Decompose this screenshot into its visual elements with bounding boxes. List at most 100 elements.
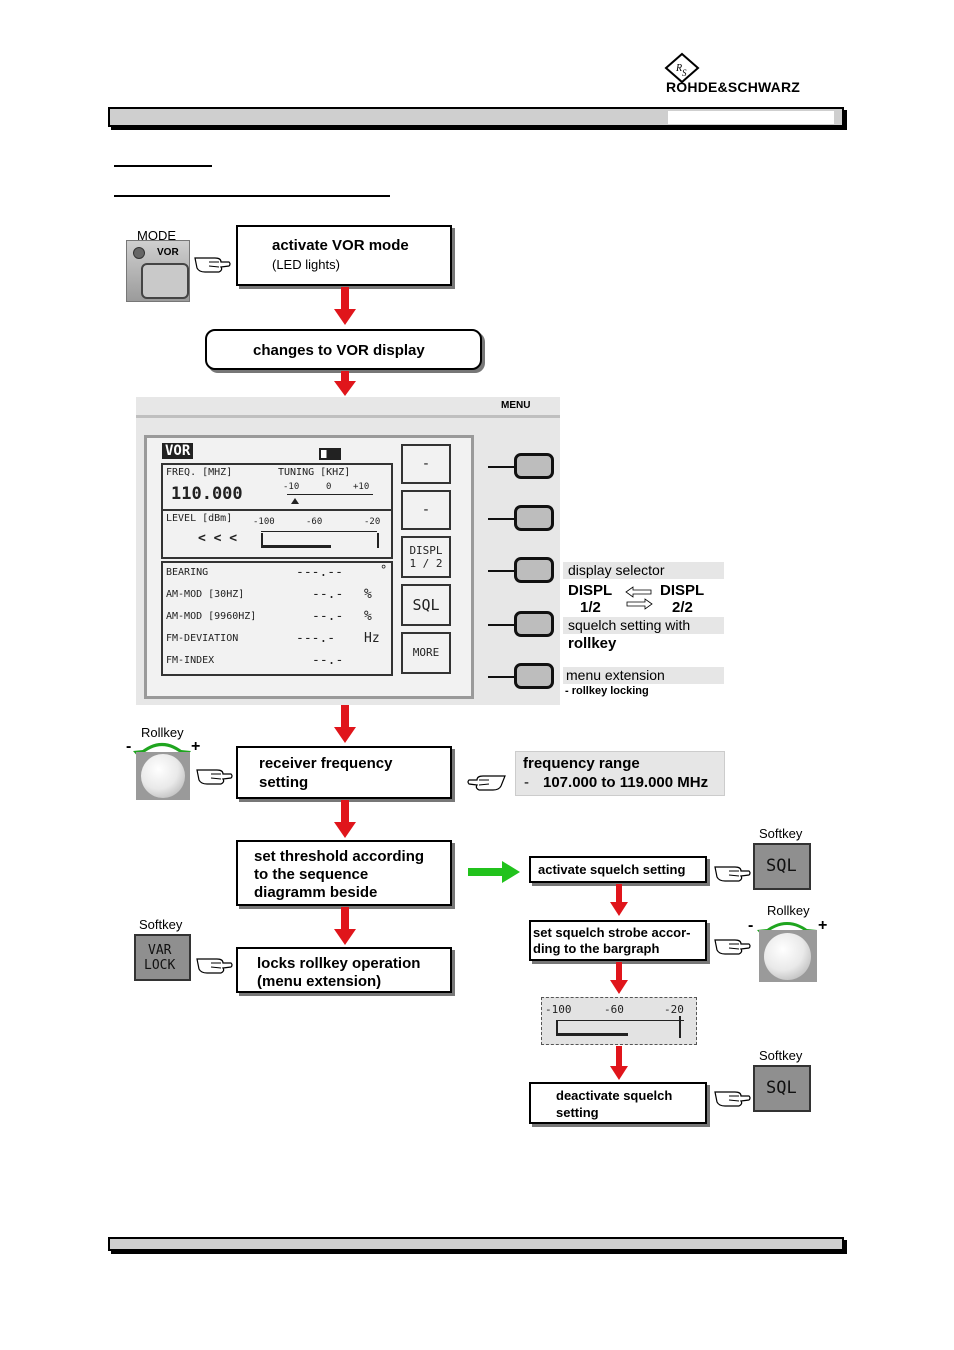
rollkey-minus: - <box>748 917 754 934</box>
level-label: LEVEL [dBm] <box>166 513 233 524</box>
step-set-squelch-strobe: set squelch strobe accor- ding to the ba… <box>529 920 707 961</box>
menu-label: MENU <box>501 400 531 411</box>
rollkey-knob-face <box>764 933 811 980</box>
freq-label: FREQ. [MHZ] <box>166 467 233 478</box>
heading-underline-1 <box>114 165 212 167</box>
sql-softkey-label: SQL <box>766 856 797 876</box>
softkey-lead-2 <box>488 518 514 520</box>
reading-row: AM-MOD [9960HZ] --.- % <box>166 609 388 629</box>
deactivate-line1: deactivate squelch <box>556 1088 673 1103</box>
reading-label: BEARING <box>166 567 209 578</box>
reading-label: AM-MOD [30HZ] <box>166 589 245 600</box>
softkey-label: Softkey <box>139 917 183 932</box>
pointing-hand-icon <box>714 939 751 955</box>
hardware-softkey-2[interactable] <box>514 505 554 531</box>
instrument-panel: MENU VOR FREQ. [MHZ] 110.000 TUNING [KHZ… <box>136 397 560 705</box>
step4-line2: to the sequence <box>254 866 369 883</box>
step3-line2: setting <box>259 774 309 791</box>
level-tick-1: -60 <box>306 517 323 527</box>
tuning-scale <box>287 494 373 495</box>
step5-line2: (menu extension) <box>257 973 382 990</box>
reading-row: AM-MOD [30HZ] --.- % <box>166 587 388 607</box>
freq-range-dash: - <box>524 774 529 791</box>
softkey-lead-3 <box>488 570 514 572</box>
hardware-softkey-more[interactable] <box>514 663 554 689</box>
flow-arrow-down <box>334 800 356 838</box>
lcd-softkey-displ[interactable]: DISPL 1 / 2 <box>401 536 451 578</box>
lcd-level-section: LEVEL [dBm] < < < -100 -60 -20 <box>161 511 393 559</box>
lcd-softkey-1[interactable]: - <box>401 444 451 484</box>
freq-range-title: frequency range <box>523 755 640 772</box>
lcd-softkey-more[interactable]: MORE <box>401 632 451 674</box>
reading-label: AM-MOD [9960HZ] <box>166 611 257 622</box>
lcd-softkey-2[interactable]: - <box>401 490 451 530</box>
header-field <box>668 111 834 124</box>
bar-left-stop <box>556 1020 558 1036</box>
mode-label: MODE <box>137 228 176 243</box>
bar-tick-2: -20 <box>664 1003 684 1016</box>
rollkey-label: Rollkey <box>767 903 810 918</box>
flow-arrow-down <box>610 962 628 994</box>
panel-edge <box>136 415 560 418</box>
reading-value: --.- <box>312 653 344 668</box>
bar-fill <box>556 1033 628 1036</box>
step-deactivate-squelch: deactivate squelch setting <box>529 1082 707 1124</box>
brand-name: ROHDE&SCHWARZ <box>666 79 801 95</box>
level-tick-0: -100 <box>253 517 275 527</box>
pointing-hand-icon <box>196 958 233 974</box>
bar-strobe <box>679 1016 681 1038</box>
step2-text: changes to VOR display <box>253 342 425 359</box>
softkey-lead-5 <box>488 676 514 678</box>
sql-softkey[interactable]: SQL <box>753 843 811 890</box>
softkey-label: Softkey <box>759 1048 803 1063</box>
lcd-readings: BEARING ---.-- ° AM-MOD [30HZ] --.- % AM… <box>161 561 393 676</box>
squelch-note: squelch setting with <box>563 617 724 634</box>
rollkey-knob-face <box>141 754 185 798</box>
step-activate-vor-mode: activate VOR mode (LED lights) <box>236 225 452 286</box>
reading-label: FM-INDEX <box>166 655 215 666</box>
reading-value: ---.- <box>296 631 336 646</box>
reading-unit: ° <box>380 563 388 577</box>
svg-text:R: R <box>675 63 682 74</box>
var-lock-softkey[interactable]: VAR LOCK <box>134 934 191 981</box>
pointing-hand-icon <box>714 866 751 882</box>
rollkey-plus: + <box>191 738 201 755</box>
bar-scale <box>556 1020 684 1021</box>
softkey-label: Softkey <box>759 826 803 841</box>
battery-icon <box>319 448 341 460</box>
sql-softkey-deactivate[interactable]: SQL <box>753 1065 811 1112</box>
hardware-softkey-sql[interactable] <box>514 611 554 637</box>
step1-title: activate VOR mode <box>272 237 409 254</box>
squelch-bargraph: -100 -60 -20 <box>541 997 697 1045</box>
step5-line1: locks rollkey operation <box>257 955 421 972</box>
display-selector-note: display selector <box>563 562 724 579</box>
hardware-softkey-displ[interactable] <box>514 557 554 583</box>
flow-arrow-down <box>334 287 356 325</box>
vor-mode-button[interactable]: VOR <box>126 240 190 302</box>
freq-value: 110.000 <box>171 484 243 504</box>
reading-row: BEARING ---.-- ° <box>166 563 388 585</box>
activate-squelch-text: activate squelch setting <box>538 862 686 877</box>
tuning-marker <box>291 498 299 504</box>
level-tick-2: -20 <box>364 517 381 527</box>
rollkey-knob[interactable] <box>136 752 190 800</box>
reading-row: FM-INDEX --.- <box>166 653 388 673</box>
header-bar <box>108 107 844 127</box>
pointing-hand-icon <box>714 1091 751 1107</box>
flow-arrow-down <box>334 371 356 396</box>
reading-unit: % <box>364 587 372 602</box>
strobe-line2: ding to the bargraph <box>533 941 660 956</box>
displ-b: DISPL <box>660 582 705 599</box>
reading-unit: % <box>364 609 372 624</box>
deactivate-line2: setting <box>556 1105 599 1120</box>
var-lock-line1: VAR <box>148 943 172 958</box>
step-activate-squelch: activate squelch setting <box>529 856 707 883</box>
hardware-softkey-1[interactable] <box>514 453 554 479</box>
flow-arrow-down <box>334 705 356 743</box>
vor-button-label: VOR <box>157 247 179 258</box>
squelch-note-rollkey: rollkey <box>568 635 617 652</box>
green-arrow-right <box>468 861 520 883</box>
rollkey-knob[interactable] <box>759 930 817 982</box>
lcd-softkey-sql[interactable]: SQL <box>401 584 451 626</box>
bar-tick-0: -100 <box>545 1003 572 1016</box>
